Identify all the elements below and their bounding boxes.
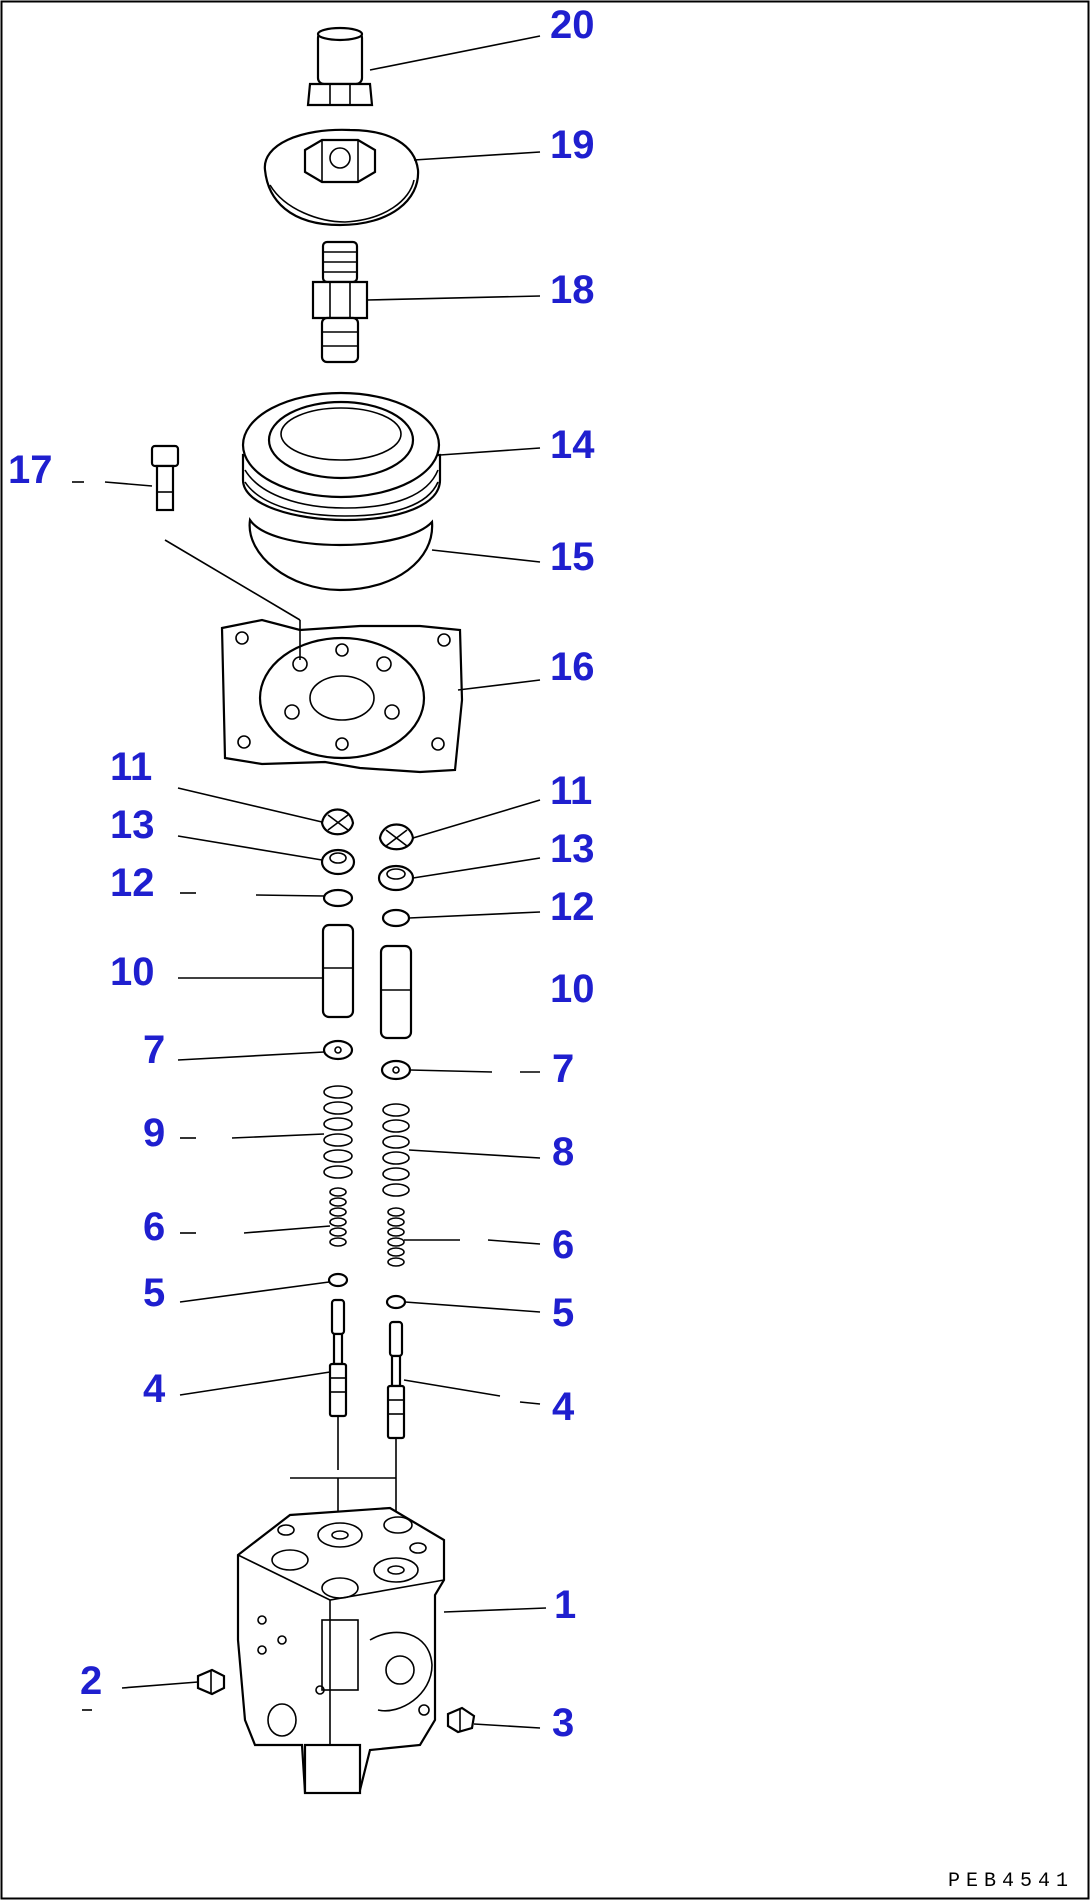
callout-2: 2	[80, 1659, 102, 1703]
callout-12-left: 12	[110, 861, 155, 905]
part-17-bolt	[150, 444, 180, 512]
callout-4-right: 4	[552, 1385, 575, 1429]
part-13-left	[320, 848, 356, 876]
callout-10-right: 10	[550, 967, 595, 1011]
part-8-right-spring	[382, 1103, 410, 1197]
part-19-plate	[263, 128, 420, 227]
callout-10-left: 10	[110, 950, 155, 994]
part-2-plug	[196, 1668, 226, 1696]
part-18-stud	[311, 240, 369, 364]
part-15-o-ring	[248, 516, 434, 592]
callout-20: 20	[550, 3, 595, 47]
callout-4-left: 4	[143, 1367, 166, 1411]
callout-9-left: 9	[143, 1111, 165, 1155]
part-11-left	[320, 808, 355, 836]
callout-8-right: 8	[552, 1130, 574, 1174]
part-9-left-spring	[323, 1085, 353, 1179]
callout-15: 15	[550, 535, 595, 579]
callout-5-right: 5	[552, 1291, 574, 1335]
part-10-left	[321, 923, 355, 1019]
callout-3: 3	[552, 1701, 574, 1745]
callout-11-right: 11	[550, 769, 592, 813]
callout-labels: 20 19 18 14 17 15 16 11 13 12 10 7 9 6 5…	[8, 3, 595, 1745]
part-12-right	[381, 908, 411, 928]
part-16-flange	[220, 618, 464, 774]
part-14-boot	[241, 391, 442, 522]
callout-19: 19	[550, 123, 595, 167]
callout-5-left: 5	[143, 1271, 165, 1315]
callout-7-right: 7	[552, 1047, 574, 1091]
callout-6-right: 6	[552, 1223, 574, 1267]
drawing-code: PEB4541	[948, 1870, 1074, 1893]
part-1-valve-body	[236, 1506, 446, 1795]
leader-lines	[72, 35, 547, 1729]
part-6-left-spring	[329, 1187, 347, 1247]
callout-12-right: 12	[550, 885, 595, 929]
part-4-right-spool	[386, 1320, 406, 1440]
callout-17: 17	[8, 448, 53, 492]
part-10-right	[379, 944, 413, 1040]
callout-13-left: 13	[110, 803, 155, 847]
callout-1: 1	[554, 1583, 576, 1627]
part-13-right	[377, 864, 415, 892]
part-7-right	[380, 1059, 412, 1081]
part-20-fitting	[306, 26, 374, 107]
part-6-right-spring	[387, 1207, 405, 1267]
part-11-right	[378, 823, 415, 851]
callout-11-left: 11	[110, 745, 152, 789]
callout-16: 16	[550, 645, 595, 689]
part-3-plug	[446, 1706, 476, 1734]
part-5-right	[385, 1294, 407, 1310]
part-5-left	[327, 1272, 349, 1288]
callout-18: 18	[550, 268, 595, 312]
callout-13-right: 13	[550, 827, 595, 871]
callout-7-left: 7	[143, 1028, 165, 1072]
callout-6-left: 6	[143, 1205, 165, 1249]
callout-14: 14	[550, 423, 595, 467]
part-12-left	[322, 888, 354, 908]
part-7-left	[322, 1039, 354, 1061]
part-4-left-spool	[328, 1298, 348, 1470]
